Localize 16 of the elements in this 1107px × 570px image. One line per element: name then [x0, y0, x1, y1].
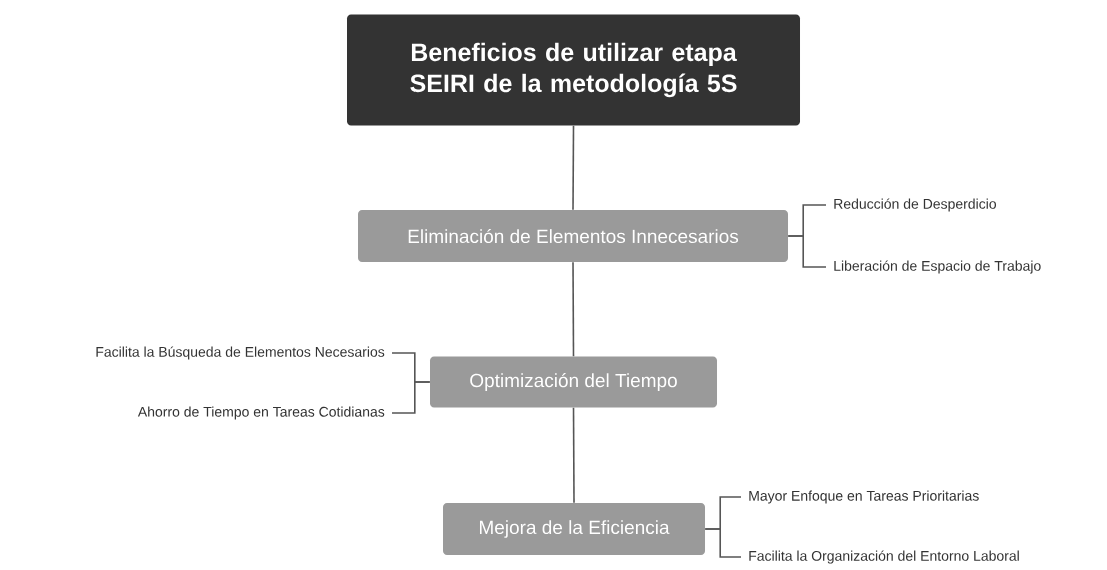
subtopic-text: Facilita la Búsqueda de Elementos Necesarios	[96, 346, 385, 360]
bracket-line	[391, 381, 431, 414]
subtopic-text: Liberación de Espacio de Trabajo	[834, 260, 1041, 274]
subtopic-text: Reducción de Desperdicio	[834, 198, 996, 212]
connector-line	[572, 124, 575, 211]
topic-box: Mejora de la Eficiencia	[443, 503, 705, 555]
topic-box: Optimización del Tiempo	[430, 356, 717, 408]
topic-box: Eliminación de Elementos Innecesarios	[358, 210, 788, 262]
title-box: Beneficios de utilizar etapa SEIRI de la metodología 5S	[347, 14, 800, 126]
subtopic-text: Ahorro de Tiempo en Tareas Cotidianas	[137, 406, 385, 420]
subtopic-text: Facilita la Organización del Entorno Laboral	[749, 550, 1019, 564]
connector-line	[572, 406, 575, 504]
subtopic-text: Mayor Enfoque en Tareas Prioritarias	[749, 490, 979, 504]
bracket-line	[704, 528, 742, 558]
bracket-line	[787, 235, 827, 268]
connector-line	[572, 261, 575, 358]
